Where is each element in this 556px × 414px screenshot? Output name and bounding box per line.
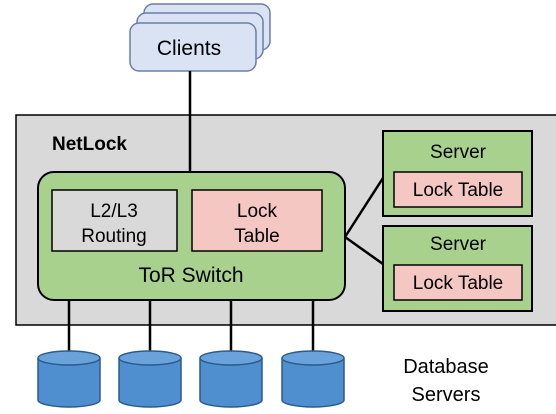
switch-lock-table (191, 189, 323, 252)
database-server-2 (118, 350, 182, 408)
routing-box (51, 189, 178, 252)
clients-card-front (129, 22, 257, 72)
switch-lock-table-line2: Table (234, 226, 279, 247)
database-server-1 (37, 350, 101, 408)
switch-to-server-top-link (343, 177, 385, 238)
server-bottom-lock-table-label: Lock Table (413, 273, 504, 294)
database-cylinder-top (37, 350, 101, 366)
tor-switch-label: ToR Switch (138, 264, 243, 287)
routing-label-line2: Routing (81, 226, 147, 247)
database-cylinder-top (118, 350, 182, 366)
database-cylinder-body (118, 358, 182, 408)
server-bottom-lock-table (393, 264, 523, 301)
database-server-3 (199, 350, 263, 408)
switch-to-database-links (67, 300, 315, 352)
clients-stack: Clients (129, 3, 271, 72)
database-cylinder-body (281, 358, 345, 408)
switch-lock-table-line1: Lock (237, 201, 278, 222)
server-bottom: Server Lock Table (382, 225, 533, 312)
switch-to-server-bottom-link (344, 235, 384, 266)
server-top-lock-table-label: Lock Table (413, 180, 504, 201)
database-cylinder-top (281, 350, 345, 366)
server-top-label: Server (430, 142, 487, 163)
database-cylinder-top (199, 350, 263, 366)
netlock-label: NetLock (52, 134, 127, 155)
server-bottom-label: Server (430, 234, 487, 255)
database-servers-label-line1: Database (403, 356, 489, 378)
database-cylinder-body (37, 358, 101, 408)
database-server-4 (281, 350, 345, 408)
server-top: Server Lock Table (382, 130, 533, 217)
clients-label: Clients (157, 37, 221, 60)
database-servers-label-line2: Servers (412, 384, 481, 406)
database-cylinder-body (199, 358, 263, 408)
routing-label-line1: L2/L3 (90, 201, 138, 222)
server-top-lock-table (393, 171, 523, 208)
